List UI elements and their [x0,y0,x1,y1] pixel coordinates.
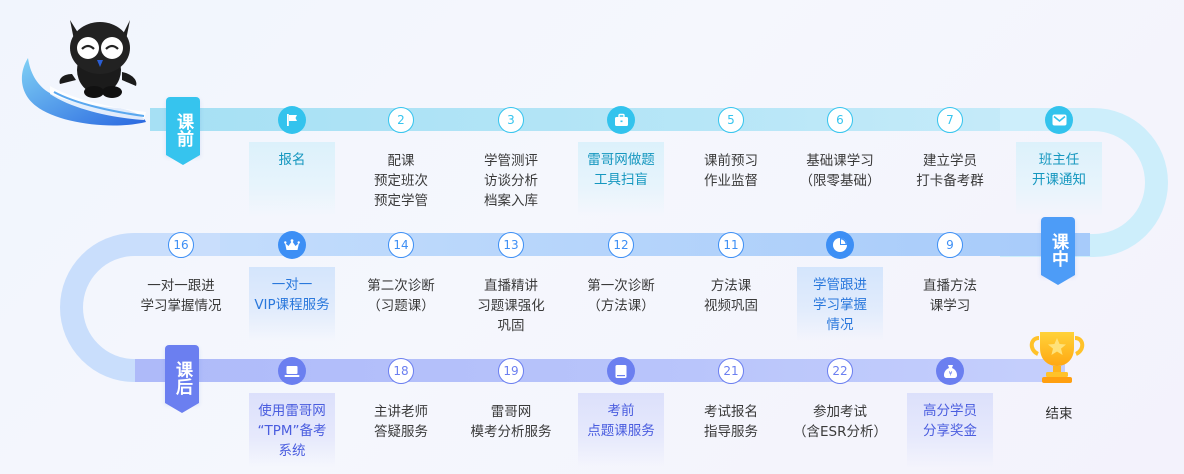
step-number: 19 [498,358,524,384]
crown-icon [278,231,306,259]
step-label: 学管测评 访谈分析 档案入库 [484,153,538,209]
step-number: 7 [937,107,963,133]
step-label: 考试报名 指导服务 [704,404,758,440]
step-label: 班主任 开课通知 [1016,142,1102,216]
laptop-icon [278,357,306,385]
pie-chart-icon [826,231,854,259]
step-label: 学管跟进 学习掌握 情况 [797,267,883,341]
flag-icon [278,106,306,134]
step-label: 使用雷哥网 “TPM”备考 系统 [249,393,335,467]
step-label: 直播方法 课学习 [923,278,977,314]
step-number: 11 [718,232,744,258]
step-label: 雷哥网做题 工具扫盲 [578,142,664,216]
step-number: 14 [388,232,414,258]
step-number: 13 [498,232,524,258]
step-number: 22 [827,358,853,384]
svg-text:¥: ¥ [948,370,952,377]
step-label: 建立学员 打卡备考群 [916,153,984,189]
end-label: 结束 [1045,406,1073,422]
step-label: 一对一 VIP课程服务 [249,267,335,341]
step-number: 16 [168,232,194,258]
post-class-track [135,359,1065,382]
step-number: 6 [827,107,853,133]
step-number: 18 [388,358,414,384]
step-label: 方法课 视频巩固 [704,278,758,314]
step-label: 直播精讲 习题课强化 巩固 [477,278,545,334]
briefcase-icon [607,106,635,134]
step-number: 2 [388,107,414,133]
phase-tag-in-class: 课中 [1041,217,1075,285]
phase-tag-pre-class: 课前 [166,97,200,165]
owl-mascot-on-wave-icon [14,14,154,139]
mail-icon [1045,106,1073,134]
step-label: 第一次诊断 （方法课） [587,278,655,314]
step-number: 5 [718,107,744,133]
step-number: 3 [498,107,524,133]
step-number: 21 [718,358,744,384]
step-label: 参加考试 （含ESR分析） [793,404,887,440]
step-label: 雷哥网 模考分析服务 [470,404,552,440]
step-number: 9 [937,232,963,258]
money-bag-icon: ¥ [936,357,964,385]
step-label: 一对一跟进 学习掌握情况 [140,278,222,314]
trophy-icon [1026,330,1088,386]
book-icon [607,357,635,385]
step-label: 主讲老师 答疑服务 [374,404,428,440]
step-label: 高分学员 分享奖金 [907,393,993,467]
step-number: 12 [608,232,634,258]
step-label: 报名 [249,142,335,216]
step-label: 第二次诊断 （习题课） [367,278,435,314]
step-label: 基础课学习 （限零基础） [799,153,881,189]
step-label: 课前预习 作业监督 [704,153,758,189]
step-label: 考前 点题课服务 [578,393,664,467]
phase-tag-post-class: 课后 [165,345,199,413]
step-label: 配课 预定班次 预定学管 [374,153,428,209]
